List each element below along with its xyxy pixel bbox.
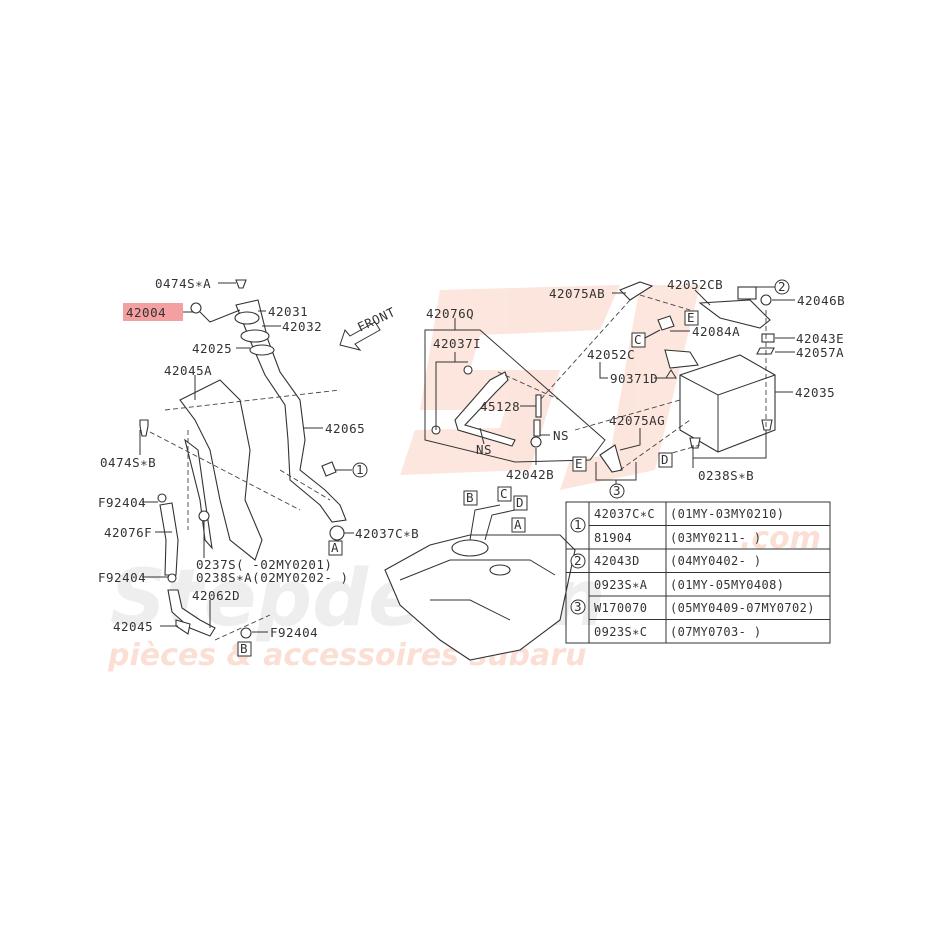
watermark-domain: .com: [740, 521, 821, 556]
label-42076Q[interactable]: 42076Q: [426, 306, 474, 321]
table-group-2: 2 42043D (04MY0402- ): [570, 553, 762, 569]
label-42052C[interactable]: 42052C: [587, 347, 635, 362]
label-42004[interactable]: 42004: [126, 305, 166, 320]
label-42046B[interactable]: 42046B: [797, 293, 845, 308]
label-42045[interactable]: 42045: [113, 619, 153, 634]
svg-text:B: B: [240, 641, 248, 656]
ref-box-D-right: D: [658, 452, 673, 468]
label-42075AG[interactable]: 42075AG: [609, 413, 665, 428]
front-label: FRONT: [355, 304, 398, 335]
label-42065[interactable]: 42065: [325, 421, 365, 436]
label-NS-right: NS: [553, 428, 569, 443]
table-part: 42037C∗C: [594, 507, 655, 521]
label-42043E[interactable]: 42043E: [796, 331, 844, 346]
reference-boxes: A B E C E D B C D A: [237, 310, 699, 657]
label-42075AB[interactable]: 42075AB: [549, 286, 605, 301]
label-42031[interactable]: 42031: [268, 304, 308, 319]
table-part: 81904: [594, 531, 632, 545]
label-F92404-mid[interactable]: F92404: [98, 570, 146, 585]
label-0238SA[interactable]: 0238S∗A(02MY0202- ): [196, 570, 349, 585]
table-range: (01MY-03MY0210): [670, 507, 784, 521]
table-part: 0923S∗A: [594, 578, 648, 592]
ref-box-C-top: C: [631, 332, 646, 348]
label-NS-left: NS: [476, 442, 492, 457]
label-42037CB[interactable]: 42037C∗B: [355, 526, 419, 541]
ref-box-B-tank: B: [463, 490, 478, 506]
table-range: (04MY0402- ): [670, 554, 762, 568]
svg-text:C: C: [634, 332, 642, 347]
table-part: 0923S∗C: [594, 625, 647, 639]
svg-text:A: A: [514, 517, 522, 532]
callout-1: 1: [352, 462, 368, 478]
label-0474SA[interactable]: 0474S∗A: [155, 276, 211, 291]
callout-circles: 1 2 3: [352, 279, 790, 499]
ref-box-C-tank: C: [497, 486, 512, 502]
fuel-tank: [384, 504, 576, 661]
svg-text:B: B: [466, 490, 474, 505]
label-45128[interactable]: 45128: [480, 399, 520, 414]
label-42037I[interactable]: 42037I: [433, 336, 481, 351]
shield-42045A: [139, 379, 263, 561]
svg-text:E: E: [687, 310, 695, 325]
ref-box-A-left: A: [328, 540, 343, 556]
leader-lines: [139, 282, 795, 633]
table-range: (01MY-05MY0408): [670, 578, 784, 592]
svg-text:1: 1: [356, 462, 364, 477]
label-0237S[interactable]: 0237S( -02MY0201): [196, 557, 332, 572]
label-42045A[interactable]: 42045A: [164, 363, 212, 378]
label-42032[interactable]: 42032: [282, 319, 322, 334]
label-0474SB[interactable]: 0474S∗B: [100, 455, 156, 470]
variant-table: 1 42037C∗C (01MY-03MY0210) 81904 (03MY02…: [565, 501, 831, 644]
ref-box-A-tank: A: [511, 517, 526, 533]
svg-text:E: E: [575, 456, 583, 471]
label-42057A[interactable]: 42057A: [796, 345, 844, 360]
svg-text:3: 3: [574, 599, 582, 614]
label-42042B[interactable]: 42042B: [506, 467, 554, 482]
svg-text:3: 3: [613, 483, 621, 498]
callout-2: 2: [774, 279, 790, 295]
table-part: 42043D: [594, 554, 640, 568]
evap-canister: [599, 281, 776, 473]
ref-box-D-tank: D: [513, 495, 528, 511]
label-42084A[interactable]: 42084A: [692, 324, 740, 339]
label-90371D[interactable]: 90371D: [610, 371, 658, 386]
filler-neck: [190, 279, 347, 541]
table-part: W170070: [594, 601, 647, 615]
svg-text:1: 1: [574, 517, 582, 532]
svg-text:D: D: [516, 495, 524, 510]
label-F92404-bottom[interactable]: F92404: [270, 625, 318, 640]
dashed-guides-left: [149, 389, 341, 641]
svg-text:A: A: [331, 540, 339, 555]
label-42062D[interactable]: 42062D: [192, 588, 240, 603]
dashed-guides-right: [497, 294, 767, 471]
label-F92404-top[interactable]: F92404: [98, 495, 146, 510]
label-42052CB[interactable]: 42052CB: [667, 277, 723, 292]
svg-text:2: 2: [778, 279, 786, 294]
svg-text:D: D: [661, 452, 669, 467]
label-42076F[interactable]: 42076F: [104, 525, 152, 540]
ref-box-E-top: E: [684, 310, 699, 326]
ref-box-B-left: B: [237, 641, 252, 657]
label-42025[interactable]: 42025: [192, 341, 232, 356]
label-0238SB[interactable]: 0238S∗B: [698, 468, 754, 483]
part-labels: 0474S∗A 42004 42031 42032 42025 42045A 4…: [98, 276, 845, 640]
front-arrow: FRONT: [339, 304, 398, 351]
callout-3: 3: [609, 483, 625, 499]
breather-hoses: [157, 493, 252, 639]
table-range: (03MY0211- ): [670, 531, 762, 545]
table-group-3: 3 0923S∗A (01MY-05MY0408) W170070 (05MY0…: [570, 578, 815, 639]
svg-text:C: C: [500, 486, 508, 501]
highlight-42004: [123, 303, 183, 321]
table-range: (05MY0409-07MY0702): [670, 601, 815, 615]
table-range: (07MY0703- ): [670, 625, 762, 639]
ref-box-E-bottom: E: [572, 456, 587, 472]
label-42035[interactable]: 42035: [795, 385, 835, 400]
svg-text:2: 2: [574, 553, 582, 568]
table-group-1: 1 42037C∗C (01MY-03MY0210) 81904 (03MY02…: [570, 507, 784, 545]
